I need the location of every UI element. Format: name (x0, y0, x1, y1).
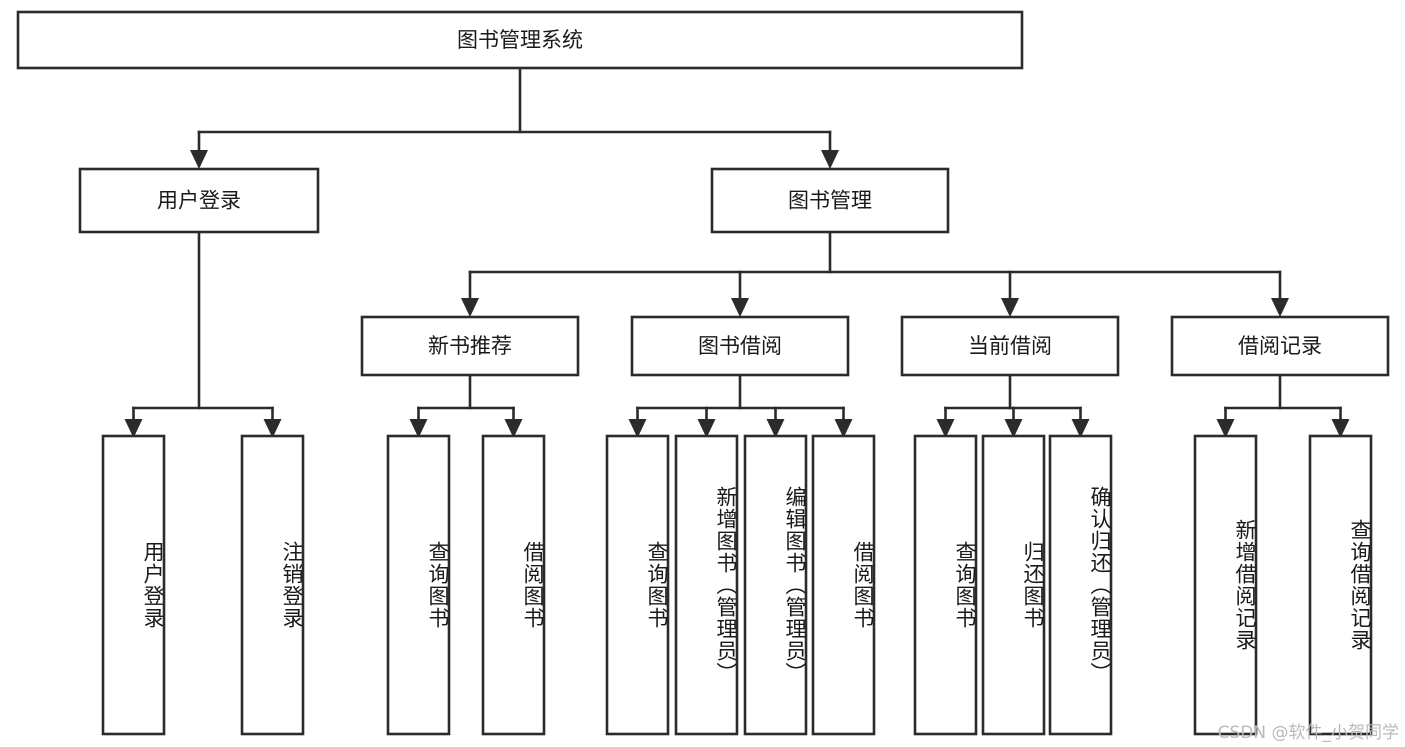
connectors-layer (124, 66, 1350, 438)
node-box-leaf-add-book[interactable] (674, 434, 739, 736)
arrow-head-icon-leaf-confirm-return (1071, 419, 1090, 438)
watermark-text: CSDN @软件_小贺同学 (1217, 723, 1399, 743)
arrow-head-icon-leaf-logout (263, 419, 282, 438)
node-label-root: 图书管理系统 (457, 28, 583, 52)
node-box-leaf-borrow-book[interactable] (811, 434, 876, 736)
node-box-leaf-logout[interactable] (240, 434, 305, 736)
node-box-leaf-confirm-return[interactable] (1048, 434, 1113, 736)
node-box-leaf-borrow-book-rec[interactable] (481, 434, 546, 736)
arrow-head-icon-leaf-user-login (124, 419, 143, 438)
arrow-head-icon-book-borrow (731, 298, 749, 317)
node-label-new-book-recommend: 新书推荐 (428, 334, 512, 358)
node-box-leaf-query-book-borrow[interactable] (605, 434, 670, 736)
arrow-head-icon-leaf-query-book-borrow (628, 419, 647, 438)
arrow-head-icon-book-manage (821, 150, 839, 169)
node-label-borrow-record: 借阅记录 (1238, 334, 1322, 358)
arrow-head-icon-new-book-recommend (461, 298, 479, 317)
arrow-head-icon-leaf-borrow-book-rec (504, 419, 523, 438)
node-box-root[interactable] (16, 10, 1024, 70)
arrow-head-icon-leaf-query-book-current (936, 419, 955, 438)
node-box-leaf-query-book-rec[interactable] (386, 434, 451, 736)
node-box-leaf-add-record[interactable] (1193, 434, 1258, 736)
arrow-head-icon-leaf-query-record (1331, 419, 1350, 438)
node-label-book-manage: 图书管理 (788, 189, 872, 213)
node-box-leaf-query-record[interactable] (1308, 434, 1373, 736)
arrow-head-icon-leaf-return-book (1004, 419, 1023, 438)
arrow-head-icon-borrow-record (1271, 298, 1289, 317)
node-box-user-login[interactable] (78, 167, 320, 234)
node-box-book-borrow[interactable] (630, 315, 850, 377)
arrow-head-icon-leaf-edit-book (766, 419, 785, 438)
node-label-current-borrow: 当前借阅 (968, 334, 1052, 358)
arrow-head-icon-leaf-add-record (1216, 419, 1235, 438)
arrow-head-icon-current-borrow (1001, 298, 1019, 317)
arrow-head-icon-leaf-add-book (697, 419, 716, 438)
arrow-head-icon-user-login (190, 150, 208, 169)
node-box-leaf-edit-book[interactable] (743, 434, 808, 736)
node-box-book-manage[interactable] (710, 167, 950, 234)
node-label-book-borrow: 图书借阅 (698, 334, 782, 358)
node-box-leaf-query-book-current[interactable] (913, 434, 978, 736)
node-box-current-borrow[interactable] (900, 315, 1120, 377)
arrow-head-icon-leaf-query-book-rec (409, 419, 428, 438)
node-box-new-book-recommend[interactable] (360, 315, 580, 377)
node-box-leaf-user-login[interactable] (101, 434, 166, 736)
node-label-user-login: 用户登录 (157, 189, 241, 213)
node-box-borrow-record[interactable] (1170, 315, 1390, 377)
node-box-leaf-return-book[interactable] (981, 434, 1046, 736)
arrow-head-icon-leaf-borrow-book (834, 419, 853, 438)
boxes-layer (16, 10, 1390, 736)
